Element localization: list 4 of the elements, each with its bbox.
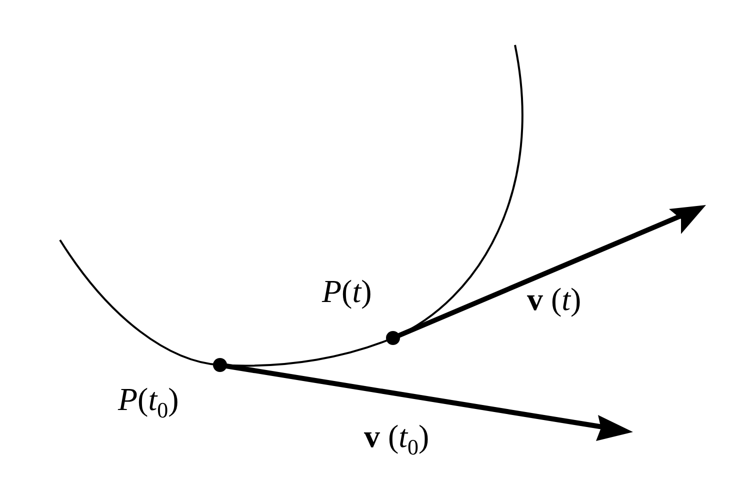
math-label: P(t) <box>322 275 372 307</box>
math-label: v (t) <box>527 283 582 315</box>
math-label: v (t$_{0}$) <box>364 420 430 458</box>
math-label: P(t$_{0}$) <box>118 383 179 422</box>
